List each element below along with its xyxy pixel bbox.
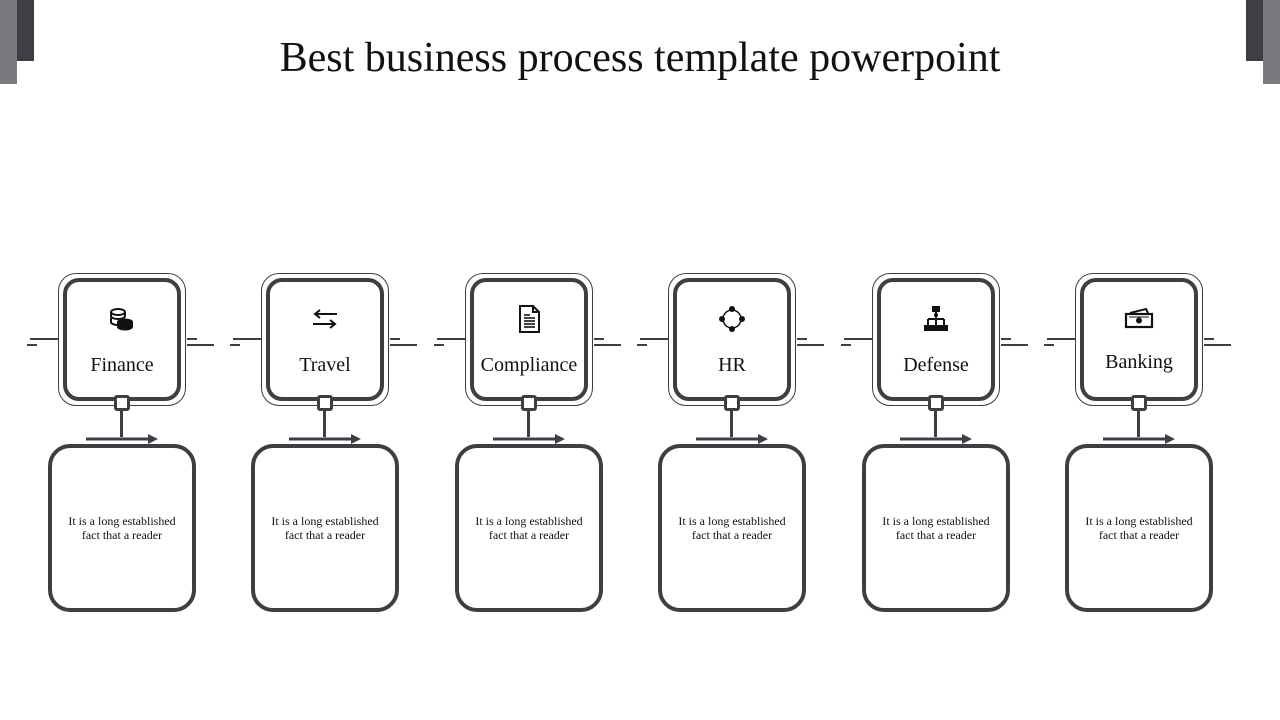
step-header-card	[63, 278, 181, 401]
step-description: It is a long established fact that a rea…	[882, 514, 990, 542]
step-description-box: It is a long established fact that a rea…	[658, 444, 806, 612]
connector-dash	[1204, 338, 1214, 340]
step-header-card	[266, 278, 384, 401]
connector-dash	[1047, 338, 1076, 340]
connector-knob	[521, 395, 537, 411]
connector-stem	[323, 411, 326, 437]
connector-knob	[317, 395, 333, 411]
connector-dash	[1044, 344, 1054, 346]
connector-dash	[1001, 344, 1028, 346]
connector-dash	[841, 344, 851, 346]
connector-stem	[730, 411, 733, 437]
connector-dash	[30, 338, 59, 340]
corner-bar-light	[0, 0, 17, 84]
exchange-arrows-icon	[310, 304, 340, 334]
connector-dash	[390, 338, 400, 340]
process-step-finance: Finance It is a long established fact th…	[27, 272, 237, 617]
step-label: HR	[718, 354, 746, 376]
connector-stem	[1137, 411, 1140, 437]
step-header-card	[1080, 278, 1198, 401]
process-step-banking: Banking It is a long established fact th…	[1044, 272, 1254, 617]
document-icon	[514, 304, 544, 334]
step-label: Compliance	[480, 354, 578, 376]
arrow-right-icon	[696, 434, 768, 444]
process-step-compliance: Compliance It is a long established fact…	[434, 272, 644, 617]
hierarchy-icon	[921, 304, 951, 334]
step-label: Finance	[90, 354, 154, 376]
step-label: Travel	[299, 354, 351, 376]
network-circle-icon	[717, 304, 747, 334]
connector-stem	[934, 411, 937, 437]
step-description: It is a long established fact that a rea…	[68, 514, 176, 542]
coins-icon	[107, 304, 137, 334]
corner-bar-dark	[17, 0, 34, 61]
step-header-card	[470, 278, 588, 401]
connector-stem	[527, 411, 530, 437]
connector-dash	[797, 338, 807, 340]
step-description: It is a long established fact that a rea…	[678, 514, 786, 542]
arrow-right-icon	[493, 434, 565, 444]
arrow-right-icon	[900, 434, 972, 444]
step-description: It is a long established fact that a rea…	[475, 514, 583, 542]
step-label: Banking	[1105, 351, 1173, 373]
connector-knob	[1131, 395, 1147, 411]
connector-dash	[640, 338, 669, 340]
step-header-card	[877, 278, 995, 401]
step-label: Defense	[903, 354, 969, 376]
connector-dash	[797, 344, 824, 346]
process-step-hr: HR It is a long established fact that a …	[637, 272, 847, 617]
connector-dash	[844, 338, 873, 340]
connector-knob	[724, 395, 740, 411]
connector-dash	[434, 344, 444, 346]
connector-dash	[187, 338, 197, 340]
connector-dash	[27, 344, 37, 346]
step-description: It is a long established fact that a rea…	[1085, 514, 1193, 542]
connector-dash	[637, 344, 647, 346]
connector-dash	[594, 338, 604, 340]
step-description: It is a long established fact that a rea…	[271, 514, 379, 542]
connector-dash	[233, 338, 262, 340]
process-step-travel: Travel It is a long established fact tha…	[230, 272, 440, 617]
connector-dash	[187, 344, 214, 346]
connector-stem	[120, 411, 123, 437]
connector-dash	[230, 344, 240, 346]
connector-dash	[1204, 344, 1231, 346]
slide-title: Best business process template powerpoin…	[279, 35, 1001, 81]
step-header-card	[673, 278, 791, 401]
connector-knob	[114, 395, 130, 411]
process-step-defense: Defense It is a long established fact th…	[841, 272, 1051, 617]
connector-dash	[437, 338, 466, 340]
money-bill-icon	[1124, 304, 1154, 334]
connector-dash	[594, 344, 621, 346]
step-description-box: It is a long established fact that a rea…	[1065, 444, 1213, 612]
step-description-box: It is a long established fact that a rea…	[251, 444, 399, 612]
step-description-box: It is a long established fact that a rea…	[455, 444, 603, 612]
connector-knob	[928, 395, 944, 411]
corner-bar-dark	[1246, 0, 1263, 61]
connector-dash	[390, 344, 417, 346]
corner-bar-light	[1263, 0, 1280, 84]
arrow-right-icon	[289, 434, 361, 444]
arrow-right-icon	[86, 434, 158, 444]
step-description-box: It is a long established fact that a rea…	[862, 444, 1010, 612]
step-description-box: It is a long established fact that a rea…	[48, 444, 196, 612]
connector-dash	[1001, 338, 1011, 340]
arrow-right-icon	[1103, 434, 1175, 444]
